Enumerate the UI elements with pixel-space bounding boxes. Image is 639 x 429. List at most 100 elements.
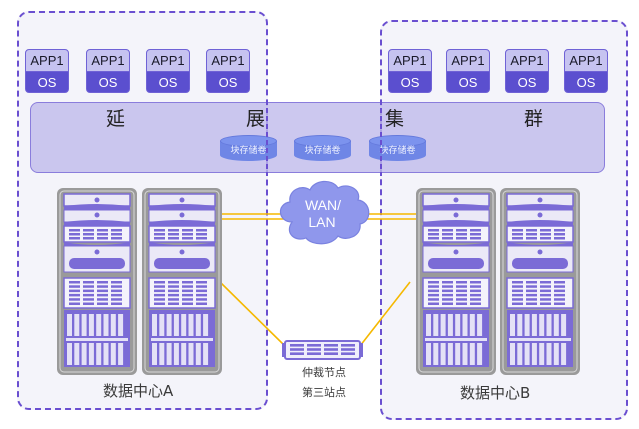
drive-slot (526, 298, 537, 301)
rack-a-1[interactable] (57, 188, 137, 375)
drive-slot (512, 281, 523, 284)
rack-unit-drives (422, 225, 490, 246)
cluster-title-char: 展 (246, 108, 266, 130)
blade-slot (553, 343, 559, 365)
drive-slot (182, 285, 193, 288)
unit-bezel (507, 220, 573, 226)
storage-label: 块存储卷 (230, 146, 267, 156)
storage-volume-3[interactable]: 块存储卷 (369, 135, 426, 165)
drive-slot (428, 285, 439, 288)
arbiter-node-device[interactable] (282, 340, 363, 360)
unit-knob (537, 197, 543, 203)
drive-slot (540, 229, 551, 232)
drive-slot (512, 289, 523, 293)
drive-slot (196, 285, 207, 288)
drive-slot (540, 302, 551, 305)
wan-lan-cloud[interactable]: WAN/ LAN (279, 180, 370, 245)
unit-knob (537, 212, 543, 218)
unit-bezel (423, 242, 489, 246)
blade-slot (103, 314, 109, 336)
cloud-label-line1: WAN/ (305, 197, 341, 213)
rack-unit-blades (64, 310, 130, 367)
arbiter-ear-right (359, 343, 363, 357)
drive-slot (182, 229, 193, 232)
drive-slot (97, 237, 108, 240)
drive-slot (182, 237, 193, 240)
drive-slot (182, 302, 193, 305)
drive-slot (168, 281, 179, 284)
unit-knob (94, 249, 100, 255)
blade-slot (447, 343, 453, 365)
blade-slot (96, 343, 102, 365)
drive-slot (428, 293, 439, 297)
drive-slot (540, 237, 551, 240)
arbiter-slot (324, 344, 338, 347)
third-site-label: 第三站点 (302, 386, 346, 399)
drive-slot (111, 289, 122, 293)
blade-slot (166, 314, 172, 336)
drive-slot (470, 298, 481, 301)
blade-slot (539, 314, 545, 336)
drive-slot (83, 293, 94, 297)
unit-bezel (64, 204, 130, 210)
drive-slot (83, 285, 94, 288)
blade-slot (433, 343, 439, 365)
drive-slot (456, 285, 467, 288)
drive-slot (111, 293, 122, 297)
rack-unit-drives (506, 225, 574, 246)
arbiter-slot (307, 348, 321, 351)
app-label: APP1 (26, 50, 68, 72)
rack-inner-outline (144, 190, 220, 373)
blade-slot (531, 314, 537, 336)
blade-slot (546, 314, 552, 336)
drive-slot (470, 233, 481, 236)
cluster-title-char: 集 (385, 108, 405, 130)
rack-a-2[interactable] (142, 188, 222, 375)
app-label: APP1 (389, 50, 431, 72)
blade-slot (546, 343, 552, 365)
drive-slot (470, 289, 481, 293)
blade-slot (469, 314, 475, 336)
blade-slot (203, 343, 209, 365)
drive-slot (182, 233, 193, 236)
drive-slot (526, 233, 537, 236)
unit-knob (179, 197, 185, 203)
datacenter-a-label: 数据中心A (103, 382, 174, 400)
drive-slot (554, 285, 565, 288)
drive-slot (554, 298, 565, 301)
rack-b-1[interactable] (416, 188, 496, 375)
drive-slot (83, 229, 94, 232)
unit-knob (179, 212, 185, 218)
blade-slot (67, 343, 72, 365)
drive-slot (540, 285, 551, 288)
app-label: APP1 (147, 50, 189, 72)
blade-slot (195, 343, 201, 365)
blade-slot (110, 314, 116, 336)
blade-slot (455, 343, 461, 365)
blade-slot (159, 343, 165, 365)
drive-slot (69, 298, 80, 301)
app-label: APP1 (87, 50, 129, 72)
drive-slot (554, 302, 565, 305)
drive-slot (69, 285, 80, 288)
storage-volume-1[interactable]: 块存储卷 (220, 135, 277, 165)
blade-slot (426, 343, 431, 365)
rack-b-2[interactable] (500, 188, 580, 375)
drive-slot (456, 229, 467, 232)
drive-slot (97, 285, 108, 288)
rack-unit-drives (148, 225, 216, 246)
drive-slot (168, 237, 179, 240)
arbiter-slot (341, 352, 355, 355)
arbiter-slot (341, 348, 355, 351)
storage-volume-2[interactable]: 块存储卷 (294, 135, 351, 165)
drive-slot (69, 302, 80, 305)
drive-slot (456, 293, 467, 297)
